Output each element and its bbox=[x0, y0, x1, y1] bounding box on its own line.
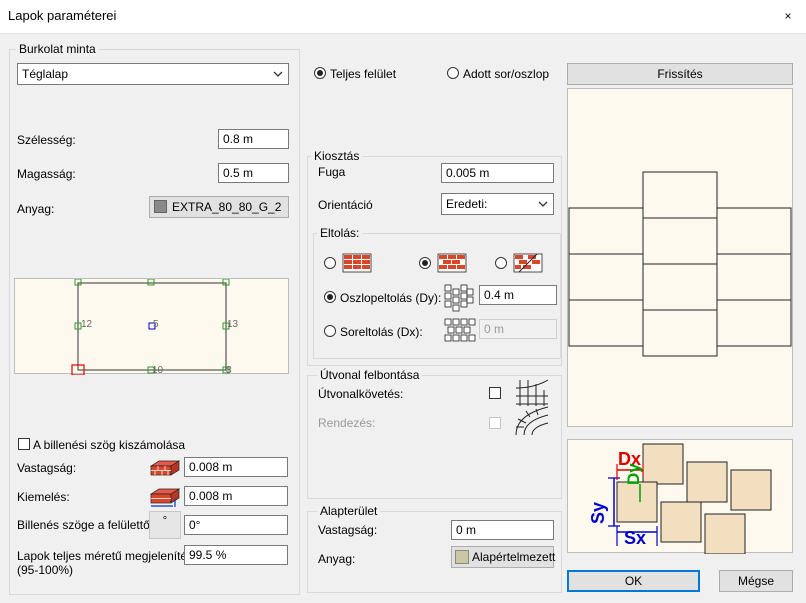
column-offset-icon bbox=[444, 284, 474, 312]
column-offset-input[interactable]: 0.4 m bbox=[479, 285, 557, 305]
tile-thickness-icon bbox=[149, 460, 181, 476]
node-label-10: 10 bbox=[152, 365, 164, 376]
close-button[interactable]: × bbox=[784, 9, 792, 23]
offset-diagonal-radio[interactable] bbox=[495, 257, 507, 269]
base-material-button[interactable]: Alapértelmezett bbox=[451, 546, 556, 568]
chevron-down-icon bbox=[273, 71, 283, 77]
angle-icon: ° bbox=[149, 511, 181, 539]
base-thickness-input[interactable]: 0 m bbox=[451, 520, 554, 540]
tile-preview-drawing bbox=[71, 279, 230, 375]
width-label: Szélesség: bbox=[17, 133, 76, 147]
sx-label: Sx bbox=[624, 528, 647, 548]
arrange-checkbox[interactable] bbox=[489, 417, 501, 429]
base-thickness-label: Vastagság: bbox=[318, 523, 378, 537]
brick-grid-icon bbox=[342, 253, 372, 273]
kiosztas-group bbox=[307, 156, 562, 366]
tilt-thickness-input[interactable]: 0.008 m bbox=[184, 457, 288, 477]
arrange-label: Rendezés: bbox=[318, 416, 376, 430]
material-button[interactable]: EXTRA_80_80_G_2 bbox=[149, 196, 289, 218]
arrange-arc-icon bbox=[515, 406, 549, 436]
utvonal-group bbox=[307, 375, 562, 499]
fuga-input[interactable]: 0.005 m bbox=[441, 163, 554, 183]
tile-layout-preview bbox=[567, 88, 793, 427]
full-surface-radio[interactable] bbox=[314, 67, 326, 79]
row-offset-input[interactable]: 0 m bbox=[479, 319, 557, 339]
column-offset-radio[interactable] bbox=[324, 291, 336, 303]
row-offset-label: Soreltolás (Dx): bbox=[340, 325, 423, 339]
path-follow-label: Útvonalkövetés: bbox=[318, 387, 404, 401]
burkolat-minta-label: Burkolat minta bbox=[16, 42, 99, 56]
full-surface-label: Teljes felület bbox=[330, 67, 397, 81]
sy-label: Sy bbox=[588, 501, 608, 524]
burkolat-minta-group bbox=[9, 49, 300, 595]
title-bar: Lapok paraméterei × bbox=[0, 0, 806, 34]
row-col-radio[interactable] bbox=[447, 67, 459, 79]
width-input[interactable]: 0.8 m bbox=[218, 129, 289, 149]
cancel-button[interactable]: Mégse bbox=[719, 570, 793, 592]
tilt-thickness-label: Vastagság: bbox=[17, 461, 77, 475]
node-label-8: 8 bbox=[226, 365, 232, 376]
offset-none-radio[interactable] bbox=[324, 257, 336, 269]
row-offset-radio[interactable] bbox=[324, 325, 336, 337]
eltolas-label: Eltolás: bbox=[317, 226, 363, 240]
row-offset-icon bbox=[444, 318, 476, 342]
node-label-5: 5 bbox=[153, 319, 159, 330]
orientation-label: Orientáció bbox=[318, 198, 373, 212]
height-label: Magasság: bbox=[17, 167, 76, 181]
path-follow-checkbox[interactable] bbox=[489, 387, 501, 399]
orientation-select[interactable]: Eredeti: bbox=[441, 193, 554, 215]
alapterulet-label: Alapterület bbox=[317, 504, 381, 518]
pattern-select[interactable]: Téglalap bbox=[17, 63, 289, 85]
chevron-down-icon bbox=[538, 201, 548, 207]
tilt-angle-label: Billenés szöge a felülettől bbox=[17, 518, 153, 532]
tile-preview-small: 12 5 13 10 8 bbox=[14, 278, 289, 376]
alapterulet-group bbox=[307, 511, 562, 593]
material-swatch-icon bbox=[154, 200, 167, 213]
tilt-angle-input[interactable]: 0° bbox=[184, 515, 288, 535]
offset-diagram: Dx Dy Sy Sx bbox=[567, 439, 793, 554]
display-label-line2: (95-100%) bbox=[17, 563, 74, 577]
height-input[interactable]: 0.5 m bbox=[218, 163, 289, 183]
tile-layout-drawing bbox=[568, 171, 792, 357]
tilt-checkbox-label: A billenési szög kiszámolása bbox=[33, 438, 186, 452]
ok-button[interactable]: OK bbox=[567, 570, 700, 592]
window-title: Lapok paraméterei bbox=[8, 8, 117, 23]
material-value: EXTRA_80_80_G_2 bbox=[172, 200, 282, 214]
row-col-label: Adott sor/oszlop bbox=[463, 67, 550, 81]
base-material-label: Anyag: bbox=[318, 552, 356, 566]
brick-stagger-icon bbox=[437, 253, 467, 273]
tilt-checkbox[interactable] bbox=[18, 438, 30, 450]
orientation-select-value: Eredeti: bbox=[446, 197, 488, 211]
dy-label: Dy bbox=[624, 463, 643, 485]
base-material-value: Alapértelmezett bbox=[472, 550, 556, 564]
fuga-label: Fuga bbox=[318, 165, 346, 179]
pattern-select-value: Téglalap bbox=[22, 67, 69, 81]
base-material-swatch-icon bbox=[455, 550, 469, 564]
node-label-13: 13 bbox=[227, 319, 239, 330]
offset-diagram-drawing bbox=[608, 443, 772, 554]
path-follow-icon bbox=[515, 379, 549, 406]
kiosztas-label: Kiosztás bbox=[311, 149, 363, 163]
utvonal-label: Útvonal felbontása bbox=[317, 368, 423, 382]
eltolas-group bbox=[313, 233, 561, 359]
dx-label: Dx bbox=[618, 449, 642, 469]
brick-diagonal-icon bbox=[513, 253, 543, 273]
emphasis-input[interactable]: 0.008 m bbox=[184, 486, 288, 506]
offset-stagger-radio[interactable] bbox=[419, 257, 431, 269]
column-offset-label: Oszlopeltolás (Dy): bbox=[340, 291, 442, 305]
refresh-button[interactable]: Frissítés bbox=[567, 63, 793, 85]
tile-emphasis-icon bbox=[149, 488, 181, 507]
emphasis-label: Kiemelés: bbox=[17, 490, 70, 504]
display-label-line1: Lapok teljes méretű megjelenítése bbox=[17, 549, 200, 563]
display-percent-input[interactable]: 99.5 % bbox=[184, 545, 288, 565]
material-label: Anyag: bbox=[17, 202, 55, 216]
node-label-12: 12 bbox=[81, 319, 93, 330]
